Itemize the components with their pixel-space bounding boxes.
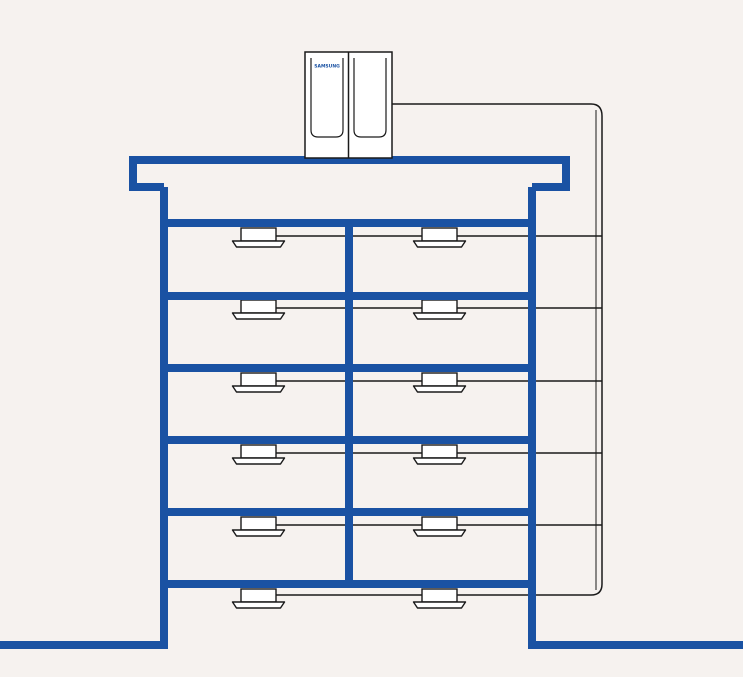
cassette-body bbox=[421, 516, 458, 531]
cassette-body bbox=[240, 444, 277, 459]
cassette-body bbox=[421, 227, 458, 242]
outdoor-unit-brand-label: SAMSUNG bbox=[314, 64, 340, 70]
cassette-body bbox=[421, 299, 458, 314]
indoor-unit-floor-1-right bbox=[412, 227, 467, 248]
ground-left bbox=[0, 187, 168, 649]
cassette-panel bbox=[412, 240, 467, 248]
cassette-panel bbox=[412, 529, 467, 537]
outdoor-unit-right-panel bbox=[353, 58, 387, 138]
cassette-body bbox=[240, 588, 277, 603]
cassette-panel bbox=[231, 529, 286, 537]
cassette-panel bbox=[412, 385, 467, 393]
cassette-panel bbox=[231, 457, 286, 465]
ground-right bbox=[528, 187, 743, 649]
cassette-panel bbox=[412, 312, 467, 320]
indoor-unit-floor-4-left bbox=[231, 444, 286, 465]
cassette-panel bbox=[412, 457, 467, 465]
cassette-panel bbox=[231, 240, 286, 248]
indoor-unit-floor-4-right bbox=[412, 444, 467, 465]
cassette-body bbox=[421, 588, 458, 603]
cassette-panel bbox=[412, 601, 467, 609]
roof-parapet bbox=[129, 156, 570, 191]
refrigerant-piping bbox=[267, 103, 603, 596]
indoor-unit-floor-6-right bbox=[412, 588, 467, 609]
cassette-body bbox=[240, 227, 277, 242]
building-structure bbox=[0, 156, 743, 649]
indoor-unit-floor-2-left bbox=[231, 299, 286, 320]
cassette-panel bbox=[231, 385, 286, 393]
cassette-body bbox=[240, 372, 277, 387]
indoor-unit-floor-1-left bbox=[231, 227, 286, 248]
indoor-unit-floor-5-left bbox=[231, 516, 286, 537]
cassette-body bbox=[240, 516, 277, 531]
indoor-units bbox=[231, 227, 467, 609]
cassette-panel bbox=[231, 601, 286, 609]
indoor-unit-floor-6-left bbox=[231, 588, 286, 609]
indoor-unit-floor-3-right bbox=[412, 372, 467, 393]
outdoor-unit-left-panel bbox=[310, 58, 344, 138]
cassette-body bbox=[421, 444, 458, 459]
outdoor-unit: SAMSUNG bbox=[304, 51, 393, 159]
cassette-body bbox=[421, 372, 458, 387]
floor-slabs bbox=[164, 219, 532, 588]
indoor-unit-floor-3-left bbox=[231, 372, 286, 393]
cassette-body bbox=[240, 299, 277, 314]
indoor-unit-floor-5-right bbox=[412, 516, 467, 537]
indoor-unit-floor-2-right bbox=[412, 299, 467, 320]
main-pipe-riser bbox=[267, 103, 603, 596]
cassette-panel bbox=[231, 312, 286, 320]
